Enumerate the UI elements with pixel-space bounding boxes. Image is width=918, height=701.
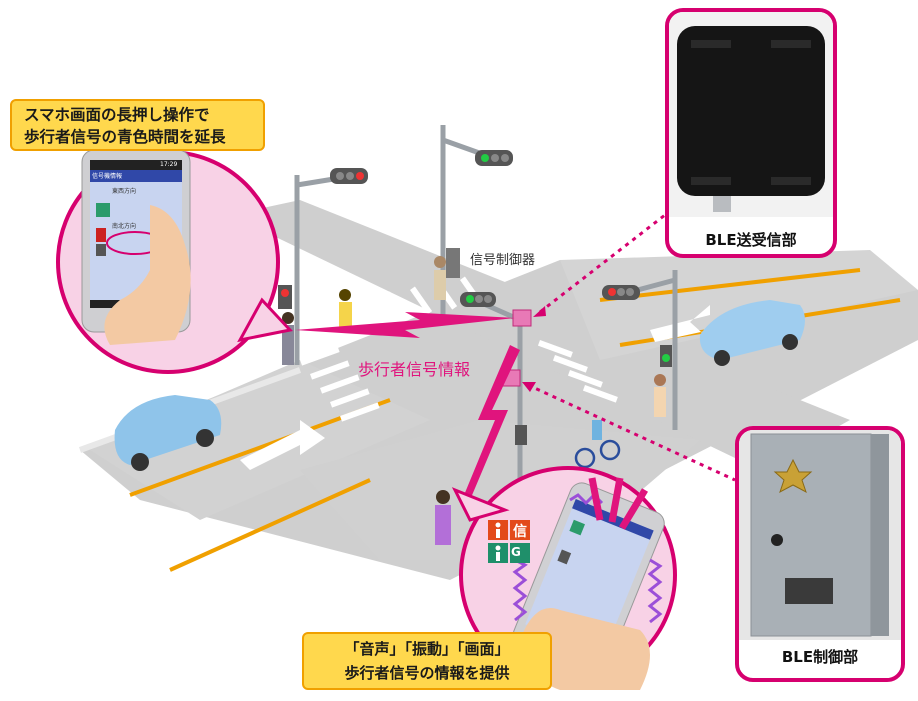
callout-top-line2: 歩行者信号の青色時間を延長 (24, 128, 226, 146)
ped-icon-char-go: G (511, 545, 521, 559)
ped-signal-icon-green (488, 543, 530, 563)
hand-bottom (520, 608, 650, 690)
zoom-tail-left (237, 297, 293, 343)
phone-left-header: 信号機情報 (92, 173, 123, 180)
crosswalk-right (537, 339, 618, 403)
crosswalk-left (300, 346, 380, 422)
road-diagonal (230, 200, 850, 470)
pedestrian-purple (435, 490, 451, 545)
callout-top-line1: スマホ画面の長押し操作で (24, 106, 210, 124)
road-arrow-right (650, 305, 710, 342)
ped-signal-icon-red (488, 520, 530, 540)
lane-line-2 (169, 478, 371, 572)
ble-control-device (739, 430, 901, 640)
ble-transceiver-device (669, 12, 833, 217)
callout-bottom-line1: 「音声」「振動」「画面」 (344, 640, 510, 658)
sound-rays (588, 477, 648, 530)
road-right (560, 250, 918, 360)
controller-label: 信号制御器 (470, 253, 536, 268)
phone-left-row2: 南北方向 (112, 223, 137, 230)
ble-control-photo-frame: BLE制御部 (735, 426, 905, 682)
pedestrian-man (282, 312, 294, 365)
signal-link-bolt-down (462, 345, 520, 500)
callout-bottom-line2: 歩行者信号の情報を提供 (344, 664, 510, 682)
pedestrian-signal-info-label: 歩行者信号情報 (358, 360, 471, 379)
pointer-ble-control (527, 383, 736, 482)
zoom-tail-bottom (451, 487, 510, 522)
hand-left (104, 205, 191, 345)
cyclist (574, 420, 621, 469)
car-right (699, 300, 805, 366)
pedestrian-stroller (654, 374, 666, 417)
ble-transceiver-label: BLE送受信部 (705, 231, 797, 249)
vibration-right (647, 558, 663, 624)
ble-transceiver-photo-frame: BLE送受信部 (665, 8, 837, 258)
pedestrian-dog-walker (434, 256, 446, 300)
ped-icon-char-signal: 信 (513, 524, 527, 540)
vibration-left (512, 558, 528, 622)
pedestrian-yellow (339, 289, 352, 327)
ble-control-label: BLE制御部 (781, 648, 859, 666)
callout-extend-green: スマホ画面の長押し操作で 歩行者信号の青色時間を延長 (10, 99, 265, 151)
lane-line-3 (599, 268, 861, 302)
police-emblem-icon (773, 458, 813, 494)
phone-left-row1: 東西方向 (112, 188, 137, 195)
phone-left-time: 17:29 (160, 161, 178, 168)
car-left (114, 395, 222, 471)
ble-transceiver-box (512, 309, 532, 327)
signal-controller-box (446, 248, 460, 278)
callout-provide-info: 「音声」「振動」「画面」 歩行者信号の情報を提供 (302, 632, 552, 690)
road-arrow-left (240, 420, 325, 470)
signal-link-bolt-left (295, 312, 515, 338)
ped-signal-main (515, 425, 527, 445)
